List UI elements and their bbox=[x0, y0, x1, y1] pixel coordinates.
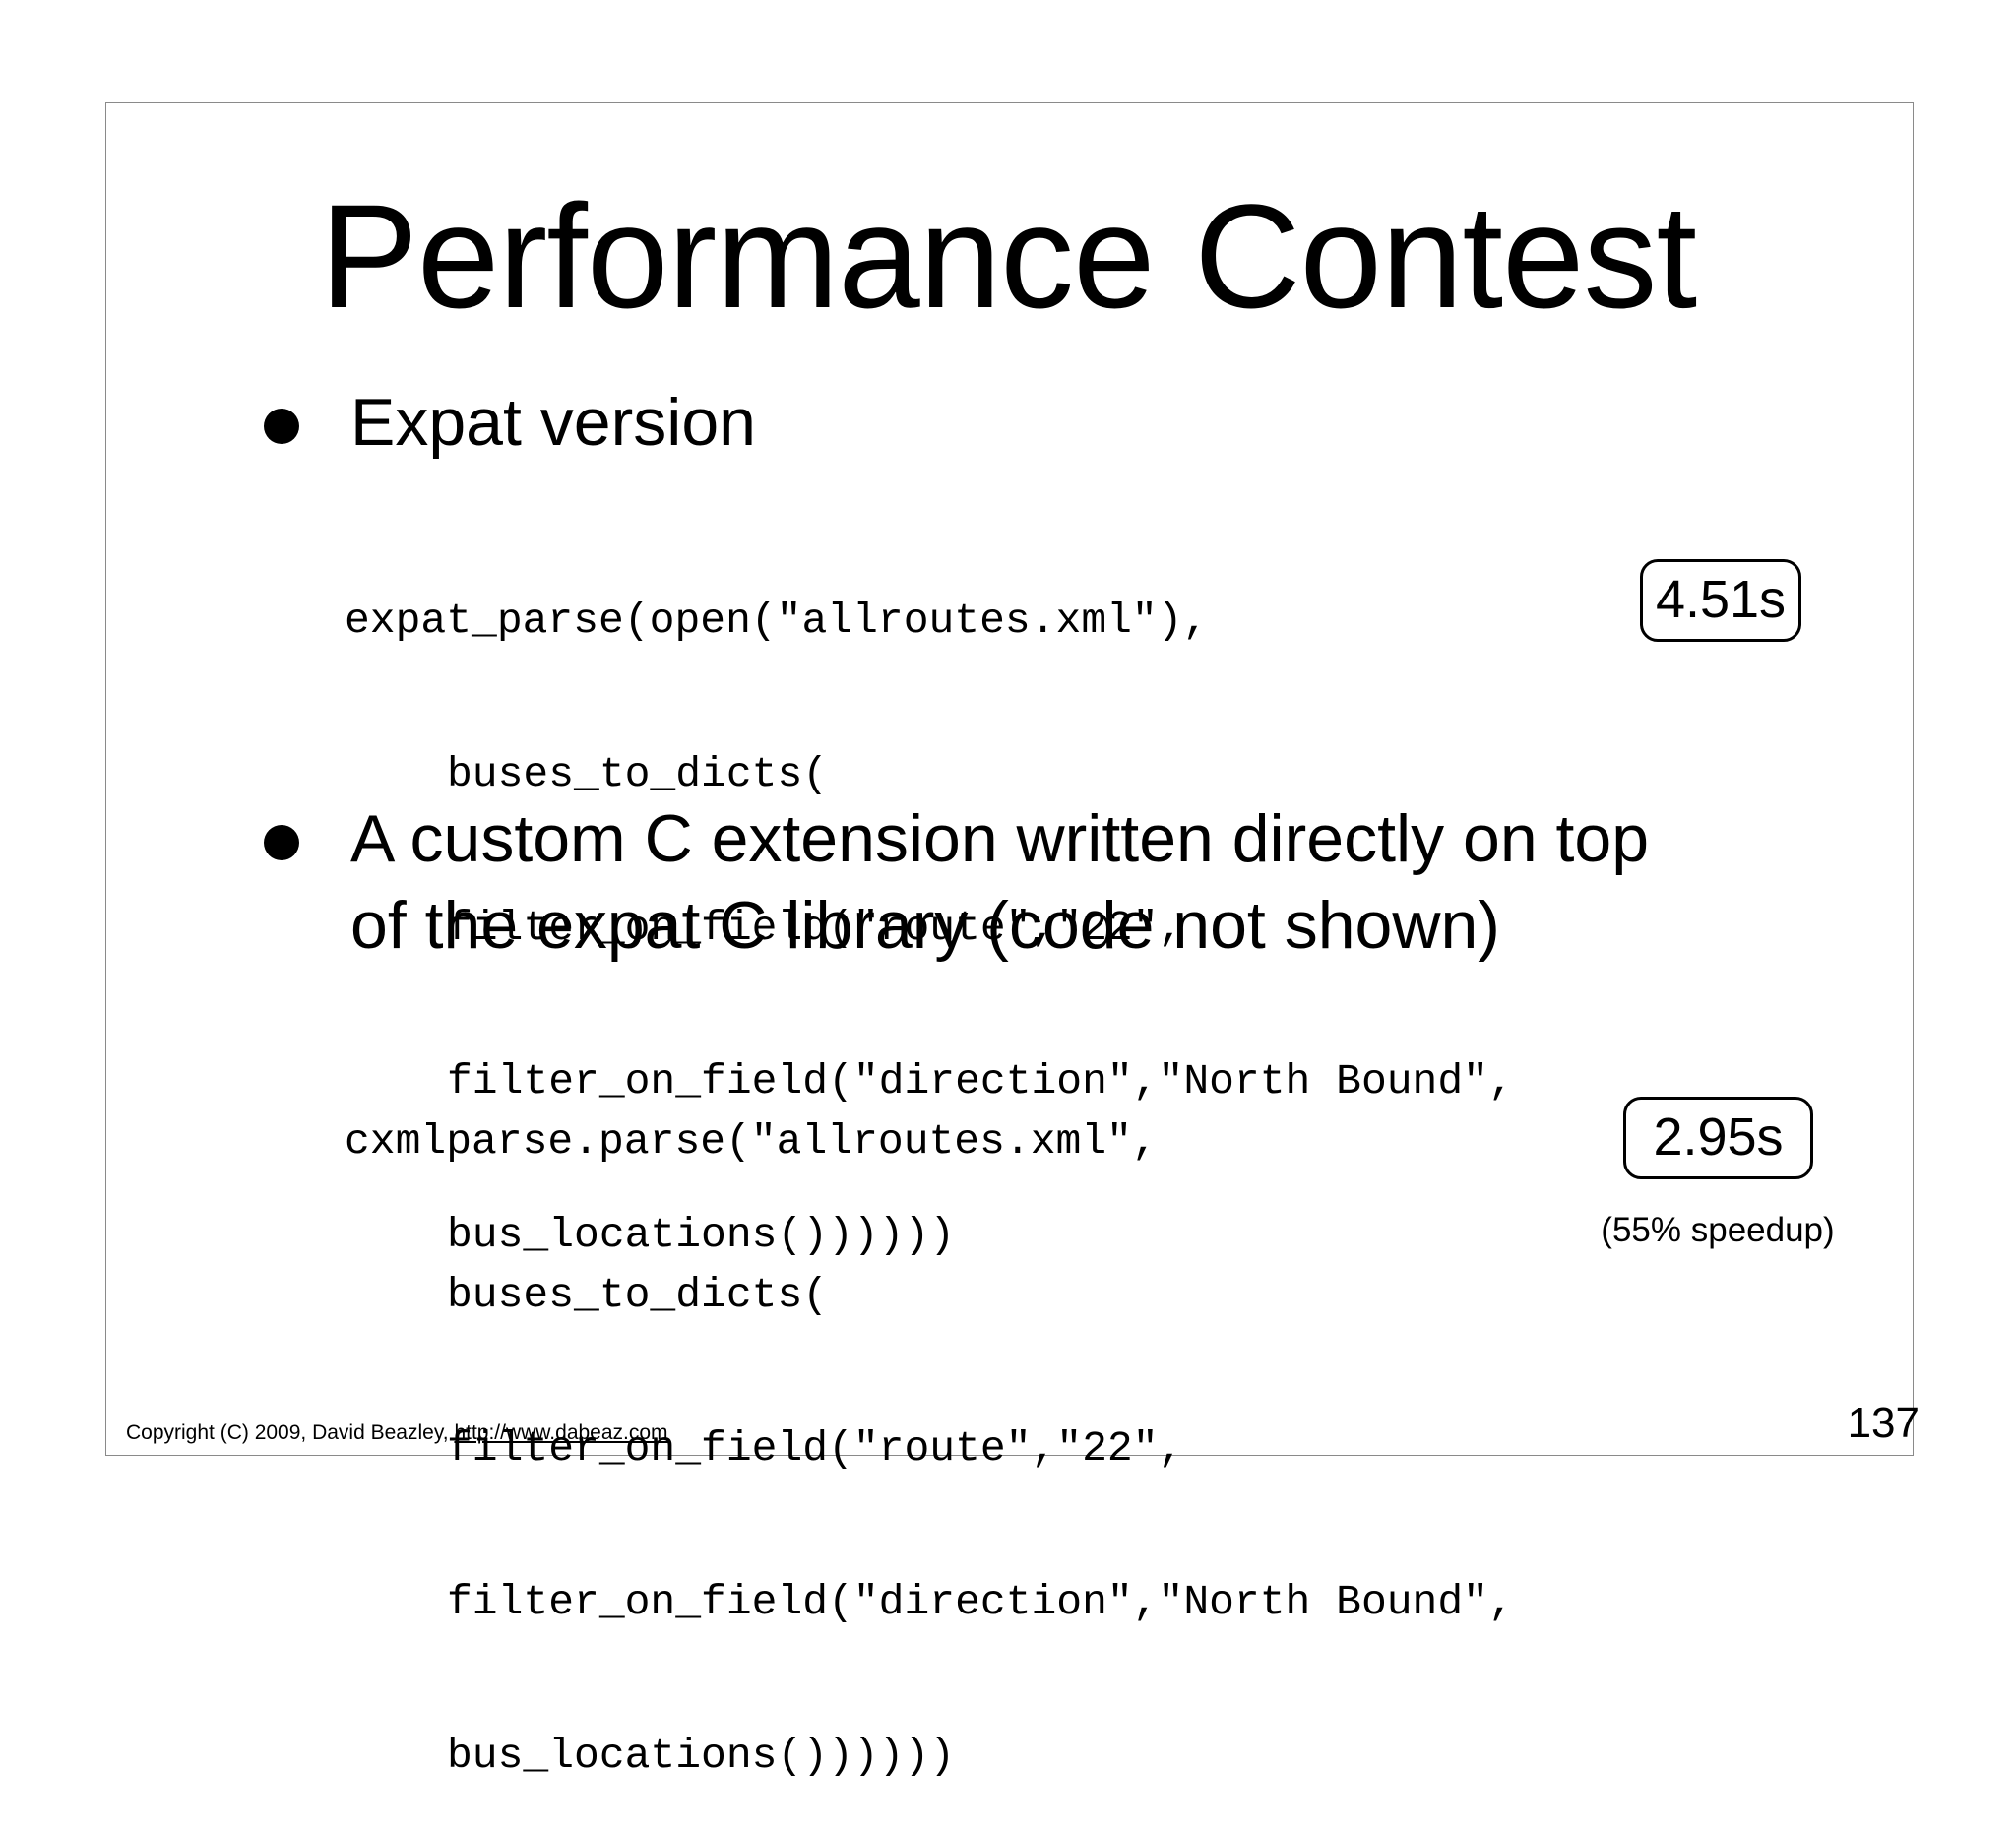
code-line: bus_locations()))))) bbox=[447, 1732, 956, 1780]
bullet-text: Expat version bbox=[350, 385, 756, 460]
page-number: 137 bbox=[1847, 1399, 1920, 1447]
code-line: filter_on_field("direction","North Bound… bbox=[447, 1057, 1514, 1106]
timing-badge-expat: 4.51s bbox=[1640, 559, 1801, 642]
code-line: expat_parse(open("allroutes.xml"), bbox=[345, 597, 1209, 645]
footer-copyright: Copyright (C) 2009, David Beazley, http:… bbox=[126, 1420, 668, 1447]
code-line: buses_to_dicts( bbox=[447, 1271, 829, 1319]
copyright-text: Copyright (C) 2009, David Beazley, bbox=[126, 1422, 455, 1444]
footer-link[interactable]: http://www.dabeaz.com bbox=[454, 1422, 668, 1444]
slide-frame bbox=[105, 102, 1914, 1456]
code-line: filter_on_field("route","22", bbox=[447, 904, 1184, 952]
code-line: filter_on_field("route","22", bbox=[447, 1424, 1184, 1473]
slide-title: Performance Contest bbox=[319, 173, 1697, 339]
code-line: cxmlparse.parse("allroutes.xml", bbox=[345, 1117, 1158, 1166]
code-line: filter_on_field("direction","North Bound… bbox=[447, 1578, 1514, 1626]
timing-badge-cxmlparse: 2.95s bbox=[1623, 1097, 1813, 1179]
code-block-expat: expat_parse(open("allroutes.xml"), buses… bbox=[345, 493, 1514, 1312]
speedup-note: (55% speedup) bbox=[1601, 1211, 1835, 1249]
bullet-dot-icon bbox=[264, 825, 299, 860]
bullet-text-line-2: of the expat C library (code not shown) bbox=[350, 888, 1500, 963]
code-line: bus_locations()))))) bbox=[447, 1211, 956, 1259]
bullet-text-line-1: A custom C extension written directly on… bbox=[350, 801, 1650, 876]
code-line: buses_to_dicts( bbox=[447, 750, 829, 798]
bullet-dot-icon bbox=[264, 409, 299, 444]
